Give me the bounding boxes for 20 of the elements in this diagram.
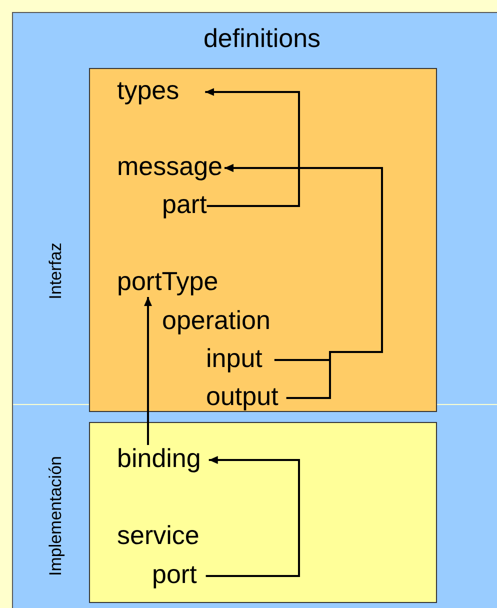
connector-arrow: [205, 88, 300, 207]
section-label: Implementación: [46, 456, 66, 576]
panel-box: [89, 422, 437, 603]
container-box: [12, 12, 497, 608]
element-name: binding: [117, 443, 201, 473]
element-name: input: [206, 343, 262, 373]
element-name: service: [117, 520, 200, 550]
element-name: output: [206, 381, 278, 411]
panel-box: [89, 68, 437, 412]
connector-arrow: [144, 297, 152, 445]
heading: definitions: [202, 23, 322, 54]
connector-arrow: [224, 164, 383, 399]
element-name: types: [117, 75, 180, 105]
connector-arrow: [206, 456, 300, 577]
element-name: part: [162, 189, 207, 219]
element-name: port: [152, 559, 197, 589]
element-name: portType: [117, 266, 218, 296]
element-name: operation: [162, 305, 270, 335]
element-name: message: [117, 151, 222, 181]
section-label: Interfaz: [46, 242, 66, 300]
